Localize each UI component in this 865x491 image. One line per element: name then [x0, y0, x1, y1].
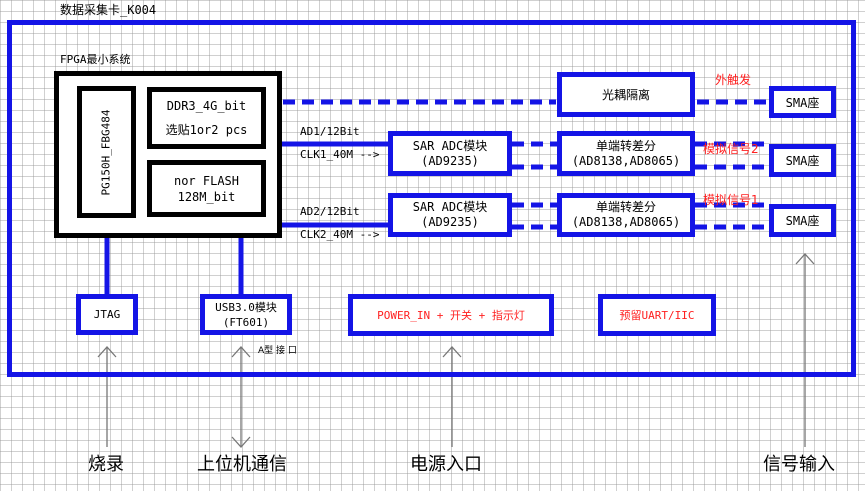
adc1-line-2: (AD9235)	[421, 153, 479, 168]
reserved-box: 预留UART/IIC	[598, 294, 716, 336]
clk1-label: CLK1_40M -->	[300, 148, 380, 161]
fpga-label: FPGA最小系统	[60, 53, 131, 66]
adc2-line-2: (AD9235)	[421, 215, 479, 229]
sma-label-1: SMA座	[785, 95, 820, 110]
diff2-box: 单端转差分 (AD8138,AD8065)	[557, 193, 695, 237]
diff1-line-1: 单端转差分	[595, 138, 656, 153]
ad2-label: AD2/12Bit	[300, 205, 360, 218]
ddr-line-2: 选贴1or2 pcs	[165, 123, 248, 137]
fpga-chip-box: PG150H_FBG484	[77, 86, 136, 218]
usb-line-1: USB3.0模块	[215, 300, 277, 314]
adc1-line-1: SAR ADC模块	[412, 138, 488, 153]
power-box: POWER_IN + 开关 + 指示灯	[348, 294, 554, 336]
jtag-box: JTAG	[76, 294, 138, 335]
board-outline	[7, 20, 856, 377]
diff2-line-1: 单端转差分	[595, 200, 656, 214]
fpga-chip-label: PG150H_FBG484	[100, 108, 113, 196]
sma-connector-3: SMA座	[769, 204, 836, 237]
adc1-box: SAR ADC模块 (AD9235)	[388, 131, 512, 176]
optocoupler-label: 光耦隔离	[601, 88, 650, 102]
board-title: 数据采集卡_K004	[60, 3, 157, 17]
adc2-line-1: SAR ADC模块	[412, 200, 488, 214]
jtag-label: JTAG	[93, 308, 121, 321]
signal-input-caption: 信号输入	[763, 454, 835, 475]
diff2-line-2: (AD8138,AD8065)	[571, 215, 681, 229]
diff1-box: 单端转差分 (AD8138,AD8065)	[557, 131, 695, 176]
ddr-box: DDR3_4G_bit 选贴1or2 pcs	[147, 87, 266, 149]
ext-trigger-label: 外触发	[715, 73, 752, 87]
burn-caption: 烧录	[88, 454, 124, 475]
sma-label-2: SMA座	[785, 154, 820, 168]
analog-signal-1-label: 模拟信号1	[703, 193, 759, 207]
usb-line-2: (FT601)	[222, 315, 270, 329]
analog-signal-2-label: 模拟信号2	[703, 142, 759, 156]
usb-port-label: A型 接 口	[258, 346, 297, 356]
reserved-label: 预留UART/IIC	[619, 309, 695, 322]
sma-connector-1: SMA座	[769, 86, 836, 118]
power-caption: 电源入口	[410, 454, 482, 475]
clk2-label: CLK2_40M -->	[300, 228, 380, 241]
sma-connector-2: SMA座	[769, 144, 836, 177]
optocoupler-box: 光耦隔离	[557, 72, 695, 117]
flash-box: nor FLASH 128M_bit	[147, 160, 266, 217]
ddr-line-1: DDR3_4G_bit	[166, 99, 247, 113]
power-label: POWER_IN + 开关 + 指示灯	[377, 309, 525, 322]
flash-line-2: 128M_bit	[177, 189, 236, 204]
host-caption: 上位机通信	[197, 454, 287, 475]
adc2-box: SAR ADC模块 (AD9235)	[388, 193, 512, 237]
usb-box: USB3.0模块 (FT601)	[200, 294, 292, 335]
flash-line-1: nor FLASH	[173, 173, 240, 188]
ad1-label: AD1/12Bit	[300, 125, 360, 138]
diff1-line-2: (AD8138,AD8065)	[571, 153, 681, 168]
sma-label-3: SMA座	[785, 214, 820, 228]
